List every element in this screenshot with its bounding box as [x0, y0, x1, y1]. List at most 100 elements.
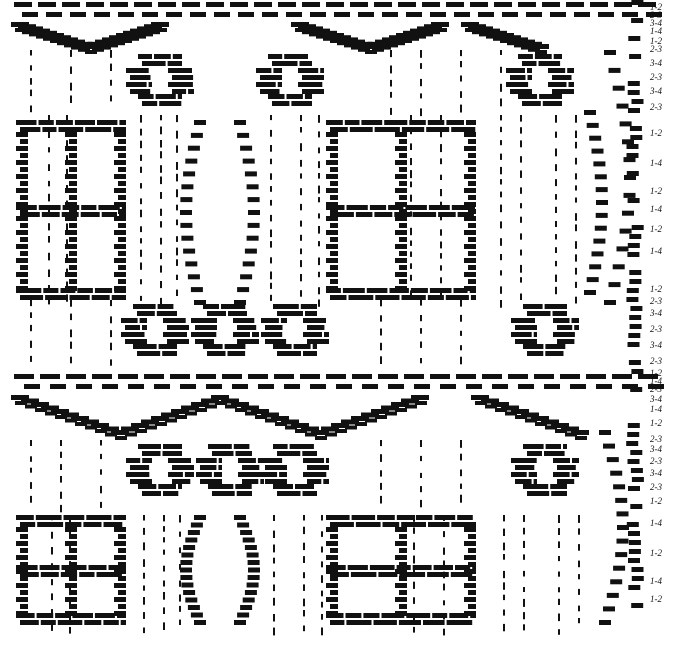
treadling-label: 1-2 [650, 128, 662, 138]
window-motif-float [114, 515, 127, 520]
window-motif-float [330, 251, 338, 256]
margin-float [629, 315, 641, 320]
star-motif-float [273, 68, 282, 73]
warp-tick [555, 234, 557, 239]
warp-tick [143, 586, 145, 591]
treadling-label: 1-2 [650, 594, 662, 604]
warp-tick [555, 275, 557, 282]
window-motif-float [114, 146, 126, 151]
border-float [518, 2, 536, 7]
window-motif-float [347, 205, 368, 210]
warp-tick [69, 515, 71, 522]
star-motif-float [527, 351, 543, 356]
star-motif-float [305, 311, 317, 316]
warp-tick [100, 502, 102, 508]
star-motif-float [172, 465, 194, 470]
warp-tick [390, 66, 392, 74]
window-motif-float [447, 620, 473, 625]
star-motif-float [126, 68, 149, 73]
warp-tick [48, 164, 50, 171]
border-float [180, 384, 196, 389]
arc-float [240, 146, 252, 151]
star-motif-float [219, 458, 222, 463]
border-diagonal [311, 430, 329, 435]
warp-tick [578, 589, 580, 595]
window-motif-float [20, 237, 28, 242]
border-float [70, 12, 86, 17]
warp-tick [110, 95, 112, 101]
window-motif-float [37, 613, 54, 618]
warp-tick [70, 83, 72, 91]
warp-tick [520, 140, 522, 147]
star-motif-float [163, 491, 178, 496]
warp-tick [575, 131, 577, 138]
arc-float [188, 274, 200, 279]
arc-float [183, 545, 195, 550]
treadling-label: 2-3 [650, 434, 662, 444]
arc-float [188, 146, 200, 151]
star-motif-float [551, 491, 567, 496]
treadling-label: 2-3 [650, 44, 662, 54]
warp-tick [413, 627, 415, 633]
window-motif-float [20, 522, 35, 527]
border-diagonal [111, 430, 129, 435]
window-motif-float [121, 620, 126, 625]
window-motif-float [69, 237, 77, 242]
warp-tick [410, 241, 412, 246]
warp-tick [176, 174, 178, 182]
border-float [596, 384, 612, 389]
arc-float [248, 568, 260, 573]
warp-tick [140, 167, 142, 173]
margin-float [629, 54, 641, 59]
window-motif-float [330, 167, 338, 172]
warp-tick [420, 315, 422, 321]
window-motif-float [326, 515, 350, 520]
window-motif-float [375, 127, 400, 132]
arc-float [604, 50, 616, 55]
star-motif-float [168, 458, 191, 463]
star-motif-float [256, 82, 276, 87]
window-motif-float [356, 212, 373, 217]
star-motif-float [126, 458, 140, 463]
border-float [406, 12, 422, 17]
arc-float [613, 484, 625, 489]
window-motif-float [65, 583, 77, 588]
window-motif-float [16, 174, 28, 179]
star-motif-float [242, 479, 258, 484]
window-motif-float [455, 565, 470, 570]
warp-tick [270, 145, 272, 152]
border-float [430, 374, 450, 379]
star-motif-float [137, 351, 160, 356]
warp-tick [500, 84, 502, 92]
warp-tick [555, 221, 557, 227]
window-motif-float [395, 597, 407, 602]
star-motif-float [515, 339, 537, 344]
window-motif-float [348, 565, 368, 570]
warp-tick [110, 80, 112, 86]
warp-tick [48, 131, 50, 138]
margin-float [632, 567, 644, 572]
margin-float [629, 270, 641, 275]
star-motif-float [126, 472, 149, 477]
window-motif-float [65, 230, 77, 235]
warp-tick [48, 253, 50, 261]
arc-float [243, 159, 255, 164]
warp-tick [500, 192, 502, 198]
warp-tick [51, 547, 53, 555]
warp-tick [443, 584, 445, 591]
border-float [154, 384, 170, 389]
star-motif-float [303, 491, 318, 496]
warp-tick [176, 145, 178, 152]
star-motif-float [130, 75, 151, 80]
star-motif-float [277, 491, 301, 496]
warp-tick [30, 468, 32, 473]
warp-tick [420, 486, 422, 492]
star-motif-float [303, 332, 322, 337]
margin-float [628, 198, 640, 203]
arc-float [183, 590, 195, 595]
arc-float [237, 613, 249, 618]
window-motif-float [370, 205, 386, 210]
warp-tick [500, 286, 502, 293]
window-motif-float [16, 258, 28, 263]
window-motif-float [326, 230, 338, 235]
